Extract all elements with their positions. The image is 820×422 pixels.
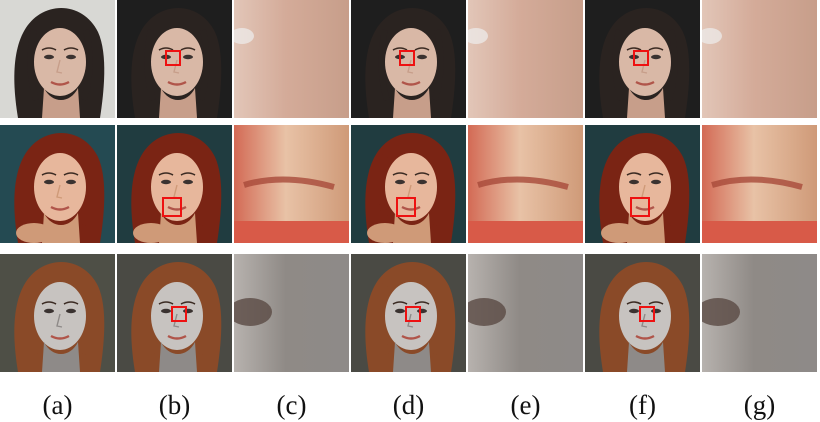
label-f: (f) — [629, 390, 656, 420]
image-a — [0, 125, 115, 243]
zoom-region-box — [399, 50, 415, 66]
image-c — [234, 254, 349, 372]
face-image — [117, 0, 232, 118]
zoomed-crop — [234, 125, 349, 243]
face-image — [351, 125, 466, 243]
face-image — [585, 0, 700, 118]
image-g — [702, 0, 817, 118]
image-c — [234, 0, 349, 118]
zoom-region-box — [171, 306, 187, 322]
image-e — [468, 125, 583, 243]
figure-row — [0, 125, 820, 243]
image-a — [0, 0, 115, 118]
zoomed-crop — [468, 125, 583, 243]
zoomed-crop — [702, 0, 817, 118]
image-d — [351, 125, 466, 243]
zoomed-crop — [234, 254, 349, 372]
face-image — [117, 125, 232, 243]
label-b: (b) — [158, 390, 191, 420]
zoom-region-box — [639, 306, 655, 322]
image-b — [117, 125, 232, 243]
image-g — [702, 125, 817, 243]
label-d: (d) — [392, 390, 425, 420]
column-labels: (a) (b) (c) (d) (e) (f) (g) — [0, 388, 820, 422]
zoom-region-box — [396, 197, 416, 217]
zoom-region-box — [633, 50, 649, 66]
label-c: (c) — [276, 390, 307, 420]
image-f — [585, 0, 700, 118]
zoom-region-box — [405, 306, 421, 322]
image-f — [585, 125, 700, 243]
face-image — [117, 254, 232, 372]
zoom-region-box — [630, 197, 650, 217]
zoomed-crop — [702, 125, 817, 243]
image-d — [351, 254, 466, 372]
image-e — [468, 254, 583, 372]
face-image — [585, 254, 700, 372]
face-image — [0, 125, 115, 243]
zoomed-crop — [468, 0, 583, 118]
image-c — [234, 125, 349, 243]
figure-row — [0, 254, 820, 372]
image-e — [468, 0, 583, 118]
label-e: (e) — [510, 390, 541, 420]
zoom-region-box — [162, 197, 182, 217]
image-b — [117, 254, 232, 372]
image-g — [702, 254, 817, 372]
face-image — [585, 125, 700, 243]
face-image — [351, 0, 466, 118]
zoomed-crop — [234, 0, 349, 118]
face-image — [0, 0, 115, 118]
image-a — [0, 254, 115, 372]
label-g: (g) — [743, 390, 776, 420]
label-a: (a) — [42, 390, 73, 420]
face-image — [351, 254, 466, 372]
image-d — [351, 0, 466, 118]
image-b — [117, 0, 232, 118]
image-f — [585, 254, 700, 372]
face-image — [0, 254, 115, 372]
zoom-region-box — [165, 50, 181, 66]
figure-row — [0, 0, 820, 118]
zoomed-crop — [468, 254, 583, 372]
zoomed-crop — [702, 254, 817, 372]
